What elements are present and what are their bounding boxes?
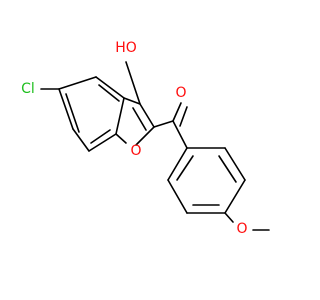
bond (123, 97, 141, 105)
bond (224, 179, 246, 214)
hydroxyl-label: HO (115, 40, 137, 56)
bond (172, 120, 188, 149)
bond (90, 129, 111, 144)
bond (167, 179, 188, 214)
bond (153, 120, 174, 128)
bond (58, 76, 97, 90)
bond (115, 97, 125, 135)
bond (95, 76, 125, 99)
bond (72, 128, 90, 152)
bond (115, 133, 127, 144)
bond (58, 88, 74, 130)
bond (98, 84, 120, 102)
chemical-structure-diagram: HO O O Cl O (21, 40, 270, 237)
bond (65, 93, 80, 133)
bond (88, 133, 117, 152)
bond (132, 107, 147, 131)
bond (224, 147, 246, 181)
ring-oxygen-label: O (130, 143, 141, 159)
methoxy-oxygen-label: O (236, 221, 247, 237)
bond (125, 61, 141, 105)
bond (167, 147, 188, 181)
bond (172, 102, 182, 122)
bond (224, 212, 234, 223)
ketone-oxygen-label: O (175, 85, 186, 101)
bond (179, 106, 188, 127)
bond (218, 155, 237, 183)
atom-labels: HO O O Cl O (21, 40, 247, 237)
bond-lines (40, 61, 270, 231)
bond (135, 126, 155, 146)
bond (139, 103, 155, 128)
chlorine-label: Cl (21, 81, 35, 97)
bond (176, 155, 194, 181)
